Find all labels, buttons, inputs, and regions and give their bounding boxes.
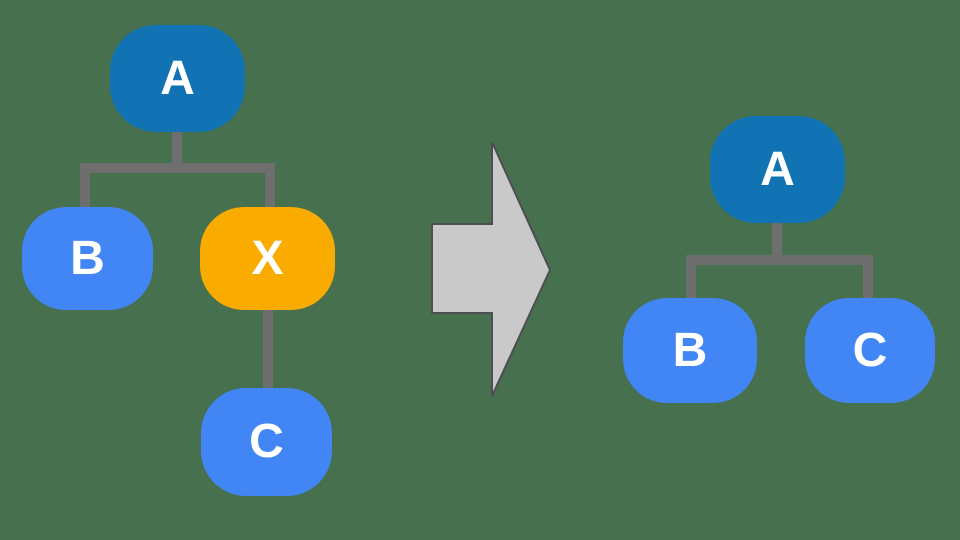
connector-a-down [172, 131, 182, 168]
connector-to-c-right [863, 255, 873, 300]
node-c-left: C [201, 388, 332, 496]
node-a-left: A [110, 25, 245, 132]
node-a-right: A [710, 116, 845, 223]
node-c-right: C [805, 298, 935, 403]
node-b-right: B [623, 298, 757, 403]
connector-to-x [265, 163, 275, 209]
connector-h-bar-right [686, 255, 873, 265]
connector-h-bar [80, 163, 275, 173]
node-b-left: B [22, 207, 153, 310]
connector-a-down-right [772, 222, 782, 260]
connector-x-to-c [263, 309, 273, 390]
connector-to-b [80, 163, 90, 209]
connector-to-b-right [686, 255, 696, 300]
node-x-highlighted: X [200, 207, 335, 310]
